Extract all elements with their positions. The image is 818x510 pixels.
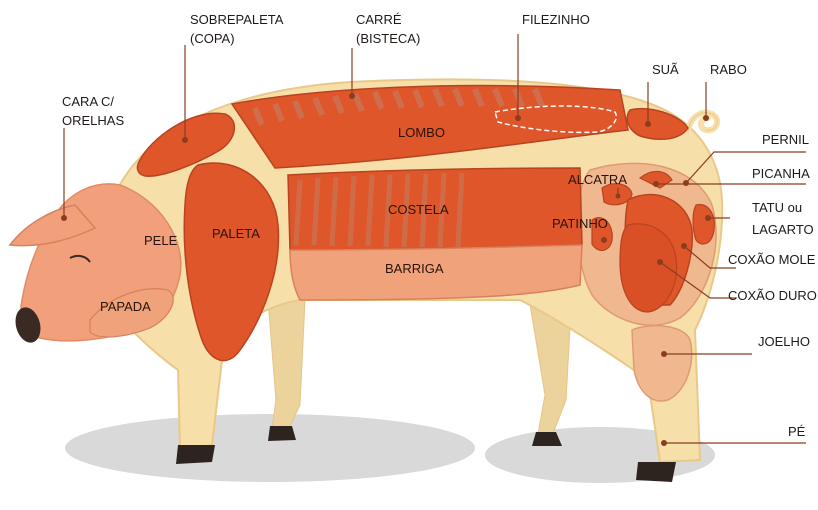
label-patinho: PATINHO <box>552 216 608 231</box>
label-filezinho: FILEZINHO <box>522 12 590 27</box>
label-joelho: JOELHO <box>758 334 810 349</box>
label-sobrepaleta-line2: (COPA) <box>190 31 235 46</box>
hoof-front-near <box>176 445 215 464</box>
label-cara-line2: ORELHAS <box>62 113 124 128</box>
label-pe: PÉ <box>788 424 806 439</box>
label-sobrepaleta-line1: SOBREPALETA <box>190 12 284 27</box>
label-tatu-line2: LAGARTO <box>752 222 814 237</box>
label-barriga: BARRIGA <box>385 261 444 276</box>
paleta-cut <box>184 163 278 361</box>
hoof-front-far <box>268 426 296 441</box>
label-papada: PAPADA <box>100 299 151 314</box>
label-cara-line1: CARA C/ <box>62 94 114 109</box>
label-alcatra: ALCATRA <box>568 172 627 187</box>
far-front-leg <box>268 300 305 430</box>
hoof-back-near <box>636 462 676 482</box>
label-pernil: PERNIL <box>762 132 809 147</box>
ground-shadow-front <box>65 414 475 482</box>
label-sua: SUÃ <box>652 62 679 77</box>
label-lombo: LOMBO <box>398 125 445 140</box>
label-carre-line1: CARRÉ <box>356 12 402 27</box>
label-rabo: RABO <box>710 62 747 77</box>
sua-cut <box>627 109 688 140</box>
label-costela: COSTELA <box>388 202 449 217</box>
label-paleta: PALETA <box>212 226 260 241</box>
label-picanha: PICANHA <box>752 166 810 181</box>
label-pele: PELE <box>144 233 178 248</box>
label-carre-line2: (BISTECA) <box>356 31 420 46</box>
label-tatu-line1: TATU ou <box>752 200 802 215</box>
label-coxao-mole: COXÃO MOLE <box>728 252 816 267</box>
label-coxao-duro: COXÃO DURO <box>728 288 817 303</box>
